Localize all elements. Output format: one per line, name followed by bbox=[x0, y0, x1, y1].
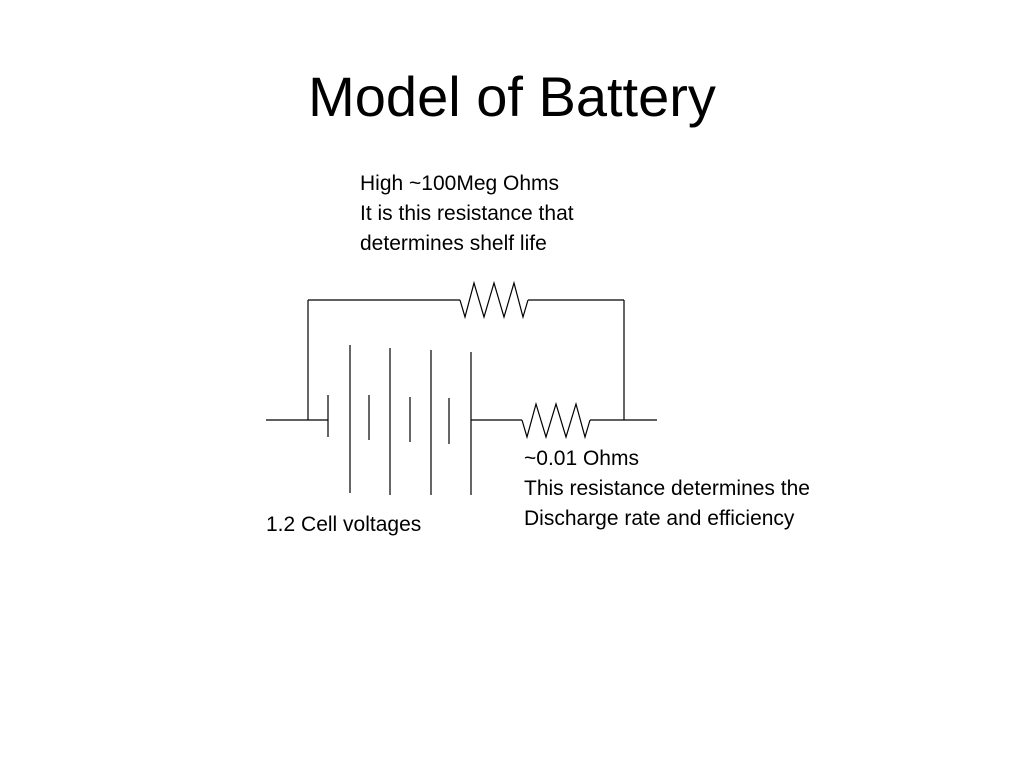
note-line: 1.2 Cell voltages bbox=[266, 513, 422, 536]
note-line: It is this resistance that bbox=[360, 202, 574, 225]
low-resistance-note: ~0.01 Ohms This resistance determines th… bbox=[524, 444, 810, 534]
note-line: This resistance determines the bbox=[524, 477, 810, 500]
parallel-resistor bbox=[459, 280, 529, 320]
cell-voltage-note: 1.2 Cell voltages bbox=[266, 510, 421, 540]
note-line: ~0.01 Ohms bbox=[524, 447, 639, 470]
note-line: determines shelf life bbox=[360, 232, 547, 255]
note-line: Discharge rate and efficiency bbox=[524, 507, 795, 530]
page-title: Model of Battery bbox=[308, 65, 716, 128]
series-resistor bbox=[521, 401, 591, 440]
note-line: High ~100Meg Ohms bbox=[360, 172, 560, 195]
high-resistance-note: High ~100Meg Ohms It is this resistance … bbox=[360, 169, 574, 259]
